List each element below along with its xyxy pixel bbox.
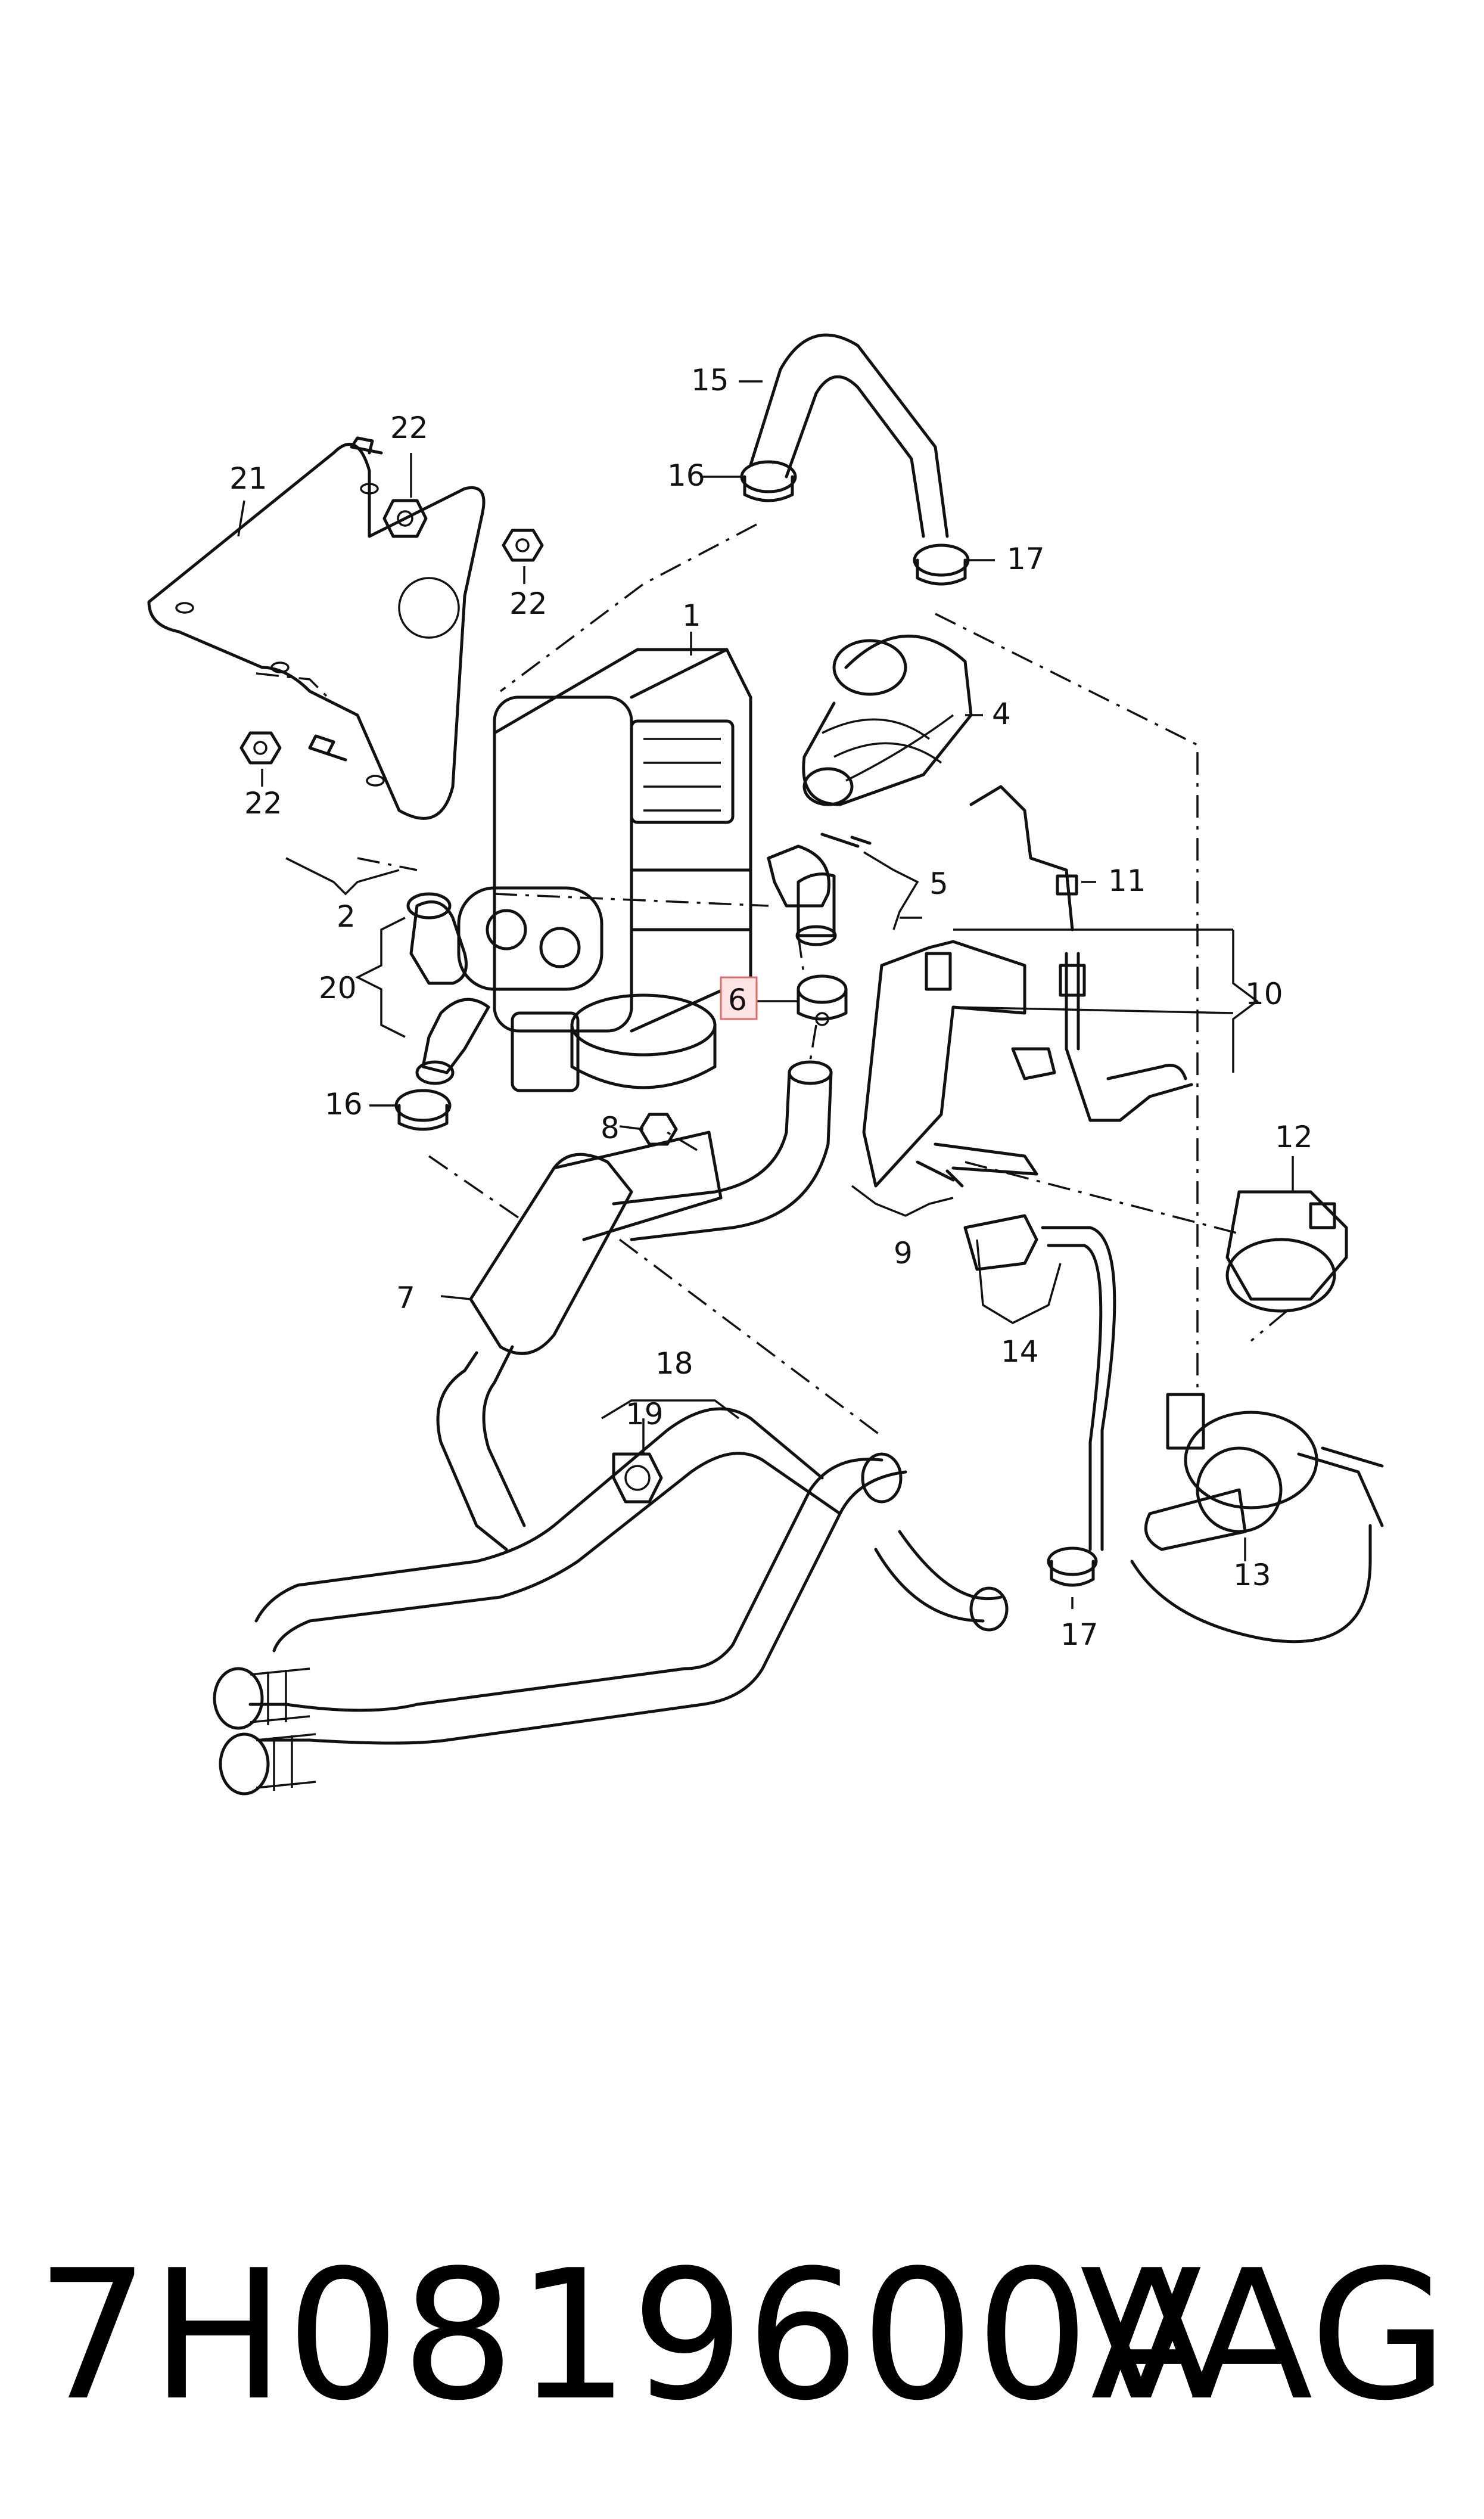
label-16-top: 16 bbox=[667, 458, 705, 493]
label-18: 18 bbox=[655, 1346, 693, 1381]
footer: 7H0819600A VAG bbox=[0, 2205, 1484, 2467]
insulating-sleeve bbox=[1225, 1190, 1348, 1313]
label-15: 15 bbox=[691, 363, 729, 397]
label-16-left: 16 bbox=[325, 1087, 363, 1122]
label-4: 4 bbox=[992, 697, 1011, 731]
label-8: 8 bbox=[601, 1111, 620, 1145]
label-2: 2 bbox=[337, 899, 356, 934]
label-14: 14 bbox=[1001, 1334, 1039, 1369]
label-12: 12 bbox=[1275, 1120, 1313, 1154]
coolant-elbow bbox=[767, 844, 837, 946]
highlight-box-6 bbox=[720, 976, 758, 1020]
hose-connector-lower bbox=[219, 1732, 316, 1796]
label-10: 10 bbox=[1245, 977, 1283, 1011]
label-9: 9 bbox=[894, 1236, 913, 1271]
label-13: 13 bbox=[1233, 1558, 1271, 1592]
coolant-hose bbox=[612, 1060, 833, 1241]
brand-name: VAG bbox=[1079, 2232, 1448, 2440]
label-17-top: 17 bbox=[1007, 542, 1045, 576]
coolant-pump bbox=[1130, 1393, 1384, 1644]
bracket-9 bbox=[862, 940, 1038, 1188]
parts-diagram: 1 2 4 5 6 7 8 9 10 11 12 13 14 15 16 16 … bbox=[147, 333, 1384, 1796]
label-1: 1 bbox=[682, 598, 701, 633]
exhaust-silencer bbox=[436, 1130, 723, 1551]
label-6: 6 bbox=[728, 983, 747, 1017]
label-22-top: 22 bbox=[390, 411, 428, 445]
heater-unit bbox=[457, 648, 752, 1092]
hose-15 bbox=[749, 333, 949, 538]
label-5: 5 bbox=[929, 866, 948, 901]
fuel-lines bbox=[969, 785, 1193, 1122]
hose-connector-upper bbox=[213, 1667, 310, 1730]
air-intake-hose bbox=[802, 635, 973, 806]
fasteners bbox=[239, 436, 964, 1188]
label-22-left: 22 bbox=[244, 786, 282, 821]
callout-labels: 1 2 4 5 6 7 8 9 10 11 12 13 14 15 16 16 … bbox=[229, 363, 1313, 1652]
wiring-harness bbox=[963, 1214, 1116, 1551]
hose-clip-19 bbox=[612, 1452, 663, 1504]
hose-clip-6 bbox=[797, 974, 848, 1026]
mounting-bracket bbox=[147, 442, 486, 820]
coolant-hoses-18 bbox=[213, 1407, 1009, 1796]
label-21: 21 bbox=[229, 461, 267, 496]
label-20: 20 bbox=[319, 971, 357, 1005]
label-11: 11 bbox=[1108, 864, 1146, 898]
hose-elbows bbox=[406, 892, 490, 1085]
label-brackets bbox=[285, 851, 1259, 1420]
label-7: 7 bbox=[396, 1281, 415, 1315]
label-22-right: 22 bbox=[509, 586, 547, 621]
part-number: 7H0819600A bbox=[36, 2232, 1214, 2440]
assembly-lines bbox=[256, 523, 1288, 1437]
label-17-bottom: 17 bbox=[1060, 1617, 1099, 1652]
label-19: 19 bbox=[626, 1397, 664, 1431]
leader-lines bbox=[237, 380, 1294, 1609]
